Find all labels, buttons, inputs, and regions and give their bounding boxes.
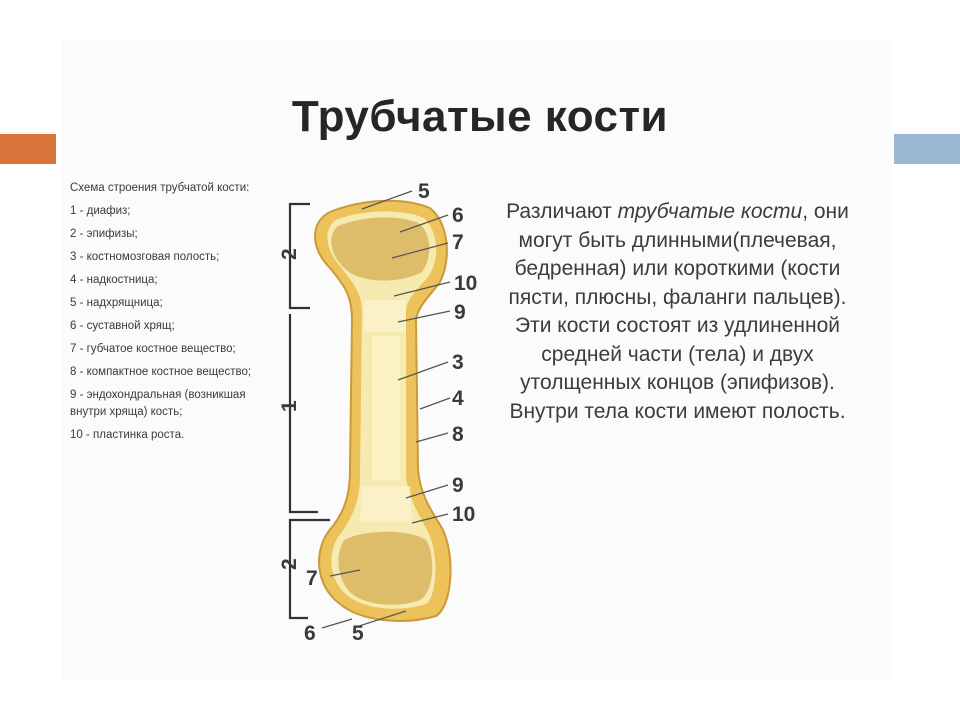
legend-item: 7 - губчатое костное вещество;: [70, 343, 236, 355]
bone-diagram: 5 6 7 10 9 3 4 8 9 10 7 6 5 2 1 2: [278, 180, 477, 645]
bracket-label-1: 1: [278, 400, 301, 412]
description-emphasis: трубчатые кости: [617, 200, 803, 223]
legend-item: 5 - надхрящница;: [70, 297, 163, 309]
legend-item: 2 - эпифизы;: [70, 228, 138, 240]
label-9-bottom: 9: [452, 474, 464, 497]
legend-item: 1 - диафиз;: [70, 205, 131, 217]
bracket-label-2-top: 2: [278, 248, 301, 260]
slide-frame: [62, 40, 892, 680]
bone-shape: [314, 199, 452, 622]
label-4: 4: [452, 387, 464, 410]
label-7-bottom: 7: [306, 567, 318, 590]
label-6-top: 6: [452, 204, 464, 227]
label-8: 8: [452, 423, 464, 446]
left-accent-bar: [0, 134, 56, 164]
legend-item: 8 - компактное костное вещество;: [70, 366, 252, 378]
legend: Схема строения трубчатой кости: 1 - диаф…: [70, 180, 260, 450]
leader-lines: [321, 190, 451, 629]
label-5-bottom: 5: [352, 622, 364, 645]
label-7-top: 7: [452, 231, 464, 254]
label-10-top: 10: [454, 272, 477, 295]
legend-item: 9 - эндохондральная (возникшая внутри хр…: [70, 389, 246, 418]
label-3: 3: [452, 351, 464, 374]
legend-item: 4 - надкостница;: [70, 274, 158, 286]
description-text: Различают трубчатые кости, они могут быт…: [505, 198, 850, 426]
bracket-lines: [288, 202, 330, 620]
label-10-bottom: 10: [452, 503, 475, 526]
legend-item: 6 - суставной хрящ;: [70, 320, 175, 332]
description-post: , они могут быть длинными(плечевая, бедр…: [508, 200, 849, 423]
legend-item: 10 - пластинка роста.: [70, 429, 185, 441]
right-accent-bar: [894, 134, 960, 164]
legend-item: 3 - костномозговая полость;: [70, 251, 220, 263]
label-5-top: 5: [418, 180, 430, 203]
label-6-bottom: 6: [304, 622, 316, 645]
bracket-label-2-bottom: 2: [278, 558, 301, 570]
slide-title: Трубчатые кости: [291, 92, 669, 141]
description-pre: Различают: [506, 200, 618, 223]
label-9-top: 9: [454, 301, 466, 324]
legend-header: Схема строения трубчатой кости:: [70, 182, 250, 194]
